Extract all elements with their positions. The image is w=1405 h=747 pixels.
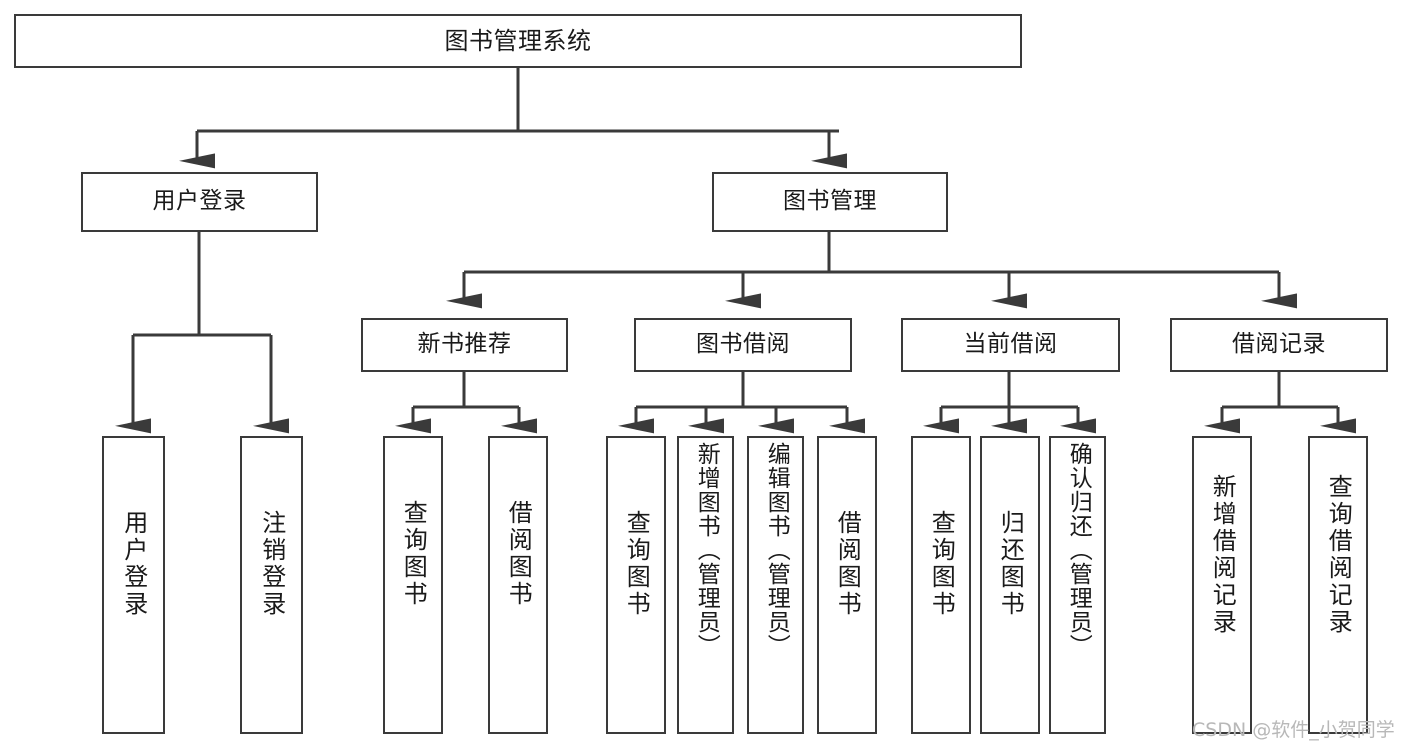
node-label: 查询图书	[622, 510, 651, 618]
node-label: 确认归还（管理员）	[1065, 442, 1092, 658]
node-label: 新增借阅记录	[1208, 474, 1237, 636]
node-leaf-logout[interactable]: 注销登录	[240, 436, 303, 734]
node-label: 注销登录	[257, 510, 286, 618]
node-leaf-query-borrow-record[interactable]: 查询借阅记录	[1308, 436, 1368, 734]
node-label: 借阅记录	[1232, 331, 1326, 358]
node-label: 查询图书	[399, 500, 428, 608]
node-label: 用户登录	[152, 188, 247, 215]
node-leaf-borrow-book[interactable]: 借阅图书	[817, 436, 877, 734]
node-label: 查询图书	[927, 510, 956, 618]
node-leaf-edit-book-admin[interactable]: 编辑图书（管理员）	[747, 436, 804, 734]
node-leaf-query-book-borrow[interactable]: 查询图书	[606, 436, 666, 734]
node-leaf-add-borrow-record[interactable]: 新增借阅记录	[1192, 436, 1252, 734]
node-root-book-management-system[interactable]: 图书管理系统	[14, 14, 1022, 68]
node-book-management[interactable]: 图书管理	[712, 172, 948, 232]
node-leaf-query-book-recommend[interactable]: 查询图书	[383, 436, 443, 734]
node-book-borrow[interactable]: 图书借阅	[634, 318, 852, 372]
node-label: 图书借阅	[696, 331, 790, 358]
node-leaf-add-book-admin[interactable]: 新增图书（管理员）	[677, 436, 734, 734]
node-leaf-query-book-current[interactable]: 查询图书	[911, 436, 971, 734]
node-user-login[interactable]: 用户登录	[81, 172, 318, 232]
node-current-borrow[interactable]: 当前借阅	[901, 318, 1120, 372]
csdn-watermark: CSDN @软件_小贺同学	[1192, 719, 1395, 741]
node-leaf-return-book[interactable]: 归还图书	[980, 436, 1040, 734]
node-leaf-borrow-book-recommend[interactable]: 借阅图书	[488, 436, 548, 734]
node-borrow-record[interactable]: 借阅记录	[1170, 318, 1388, 372]
node-label: 编辑图书（管理员）	[763, 442, 790, 658]
node-label: 新增图书（管理员）	[693, 442, 720, 658]
node-label: 图书管理系统	[444, 26, 592, 55]
node-label: 用户登录	[119, 510, 148, 618]
node-label: 借阅图书	[833, 510, 862, 618]
node-leaf-confirm-return-admin[interactable]: 确认归还（管理员）	[1049, 436, 1106, 734]
node-label: 图书管理	[783, 188, 877, 215]
node-label: 当前借阅	[963, 331, 1058, 358]
node-label: 新书推荐	[417, 331, 512, 358]
node-label: 借阅图书	[504, 500, 533, 608]
node-label: 查询借阅记录	[1324, 474, 1353, 636]
node-new-book-recommend[interactable]: 新书推荐	[361, 318, 568, 372]
node-label: 归还图书	[996, 510, 1025, 618]
node-leaf-user-login[interactable]: 用户登录	[102, 436, 165, 734]
